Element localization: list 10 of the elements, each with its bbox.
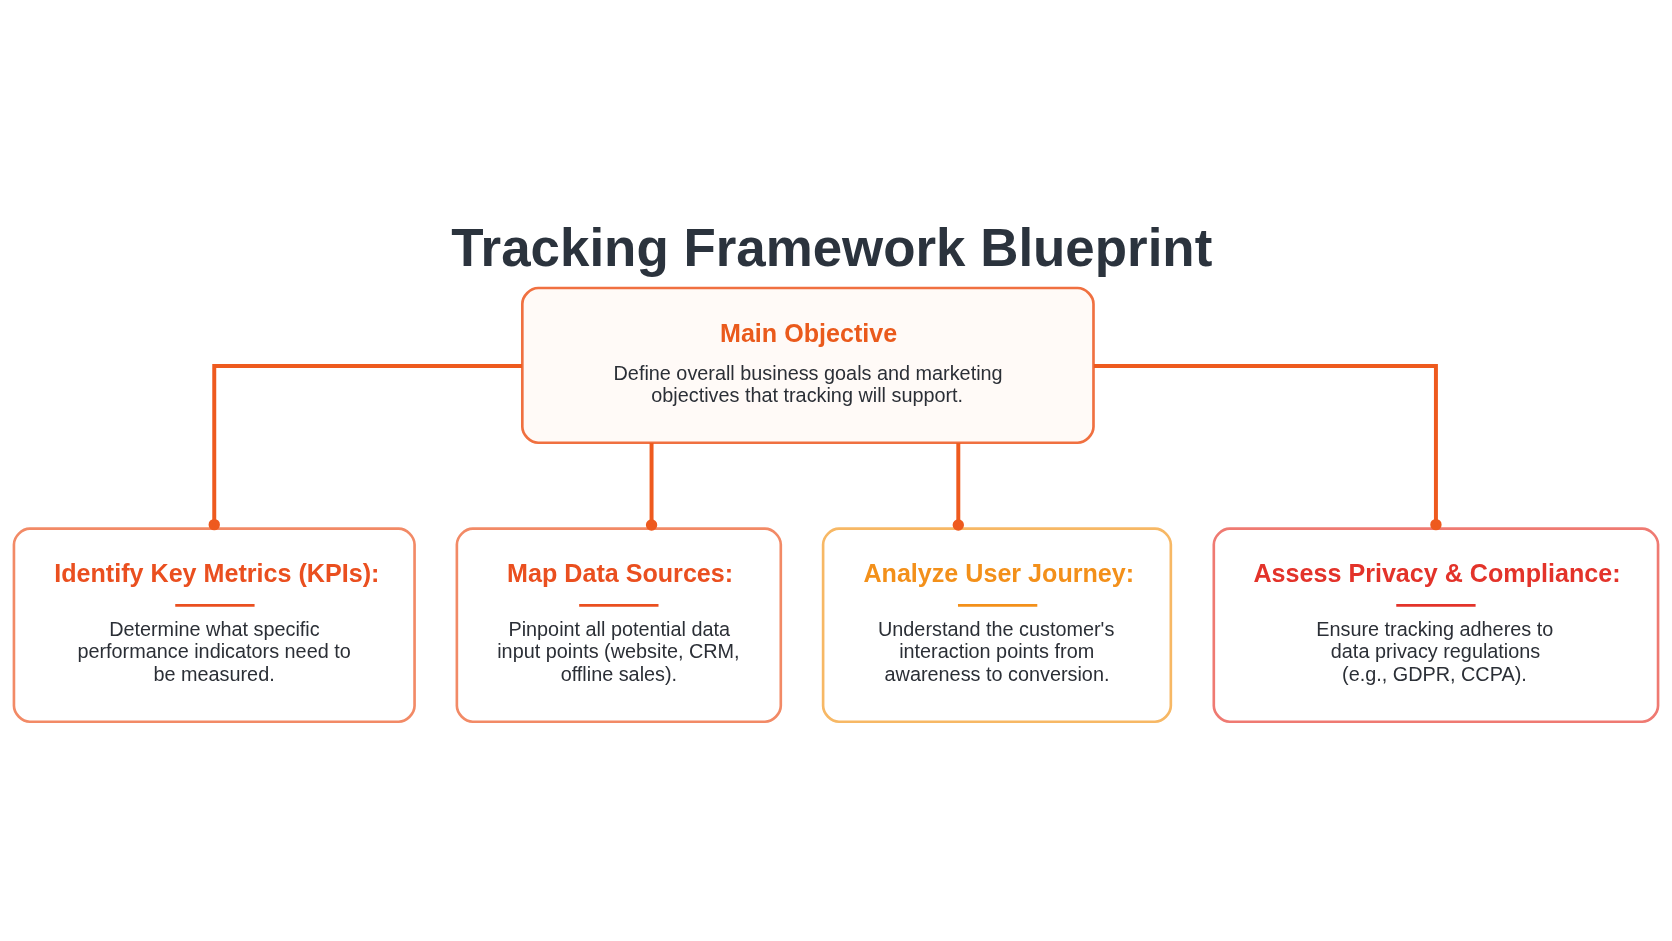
node-box: Analyze User Journey: Understand the customer's interaction points from awareness to conversion. [821, 527, 1173, 724]
node-box: Assess Privacy & Compliance: Ensure tracking adheres to data privacy regulations (e.g., GDPR, CCPA). [1212, 527, 1660, 724]
diagram-title: Tracking Framework Blueprint [451, 217, 1213, 277]
node-box: Map Data Sources: Pinpoint all potential data input points (website, CRM, offline sales). [455, 527, 783, 724]
connector [645, 443, 658, 531]
node-box: Identify Key Metrics (KPIs): Determine what specific performance indicators need to be measured. [12, 527, 416, 724]
connector [952, 443, 964, 531]
node-box: Main Objective Define overall business goals and marketing objectives that tracking will support. [521, 286, 1095, 445]
connector [208, 364, 522, 531]
connector [1093, 364, 1442, 531]
